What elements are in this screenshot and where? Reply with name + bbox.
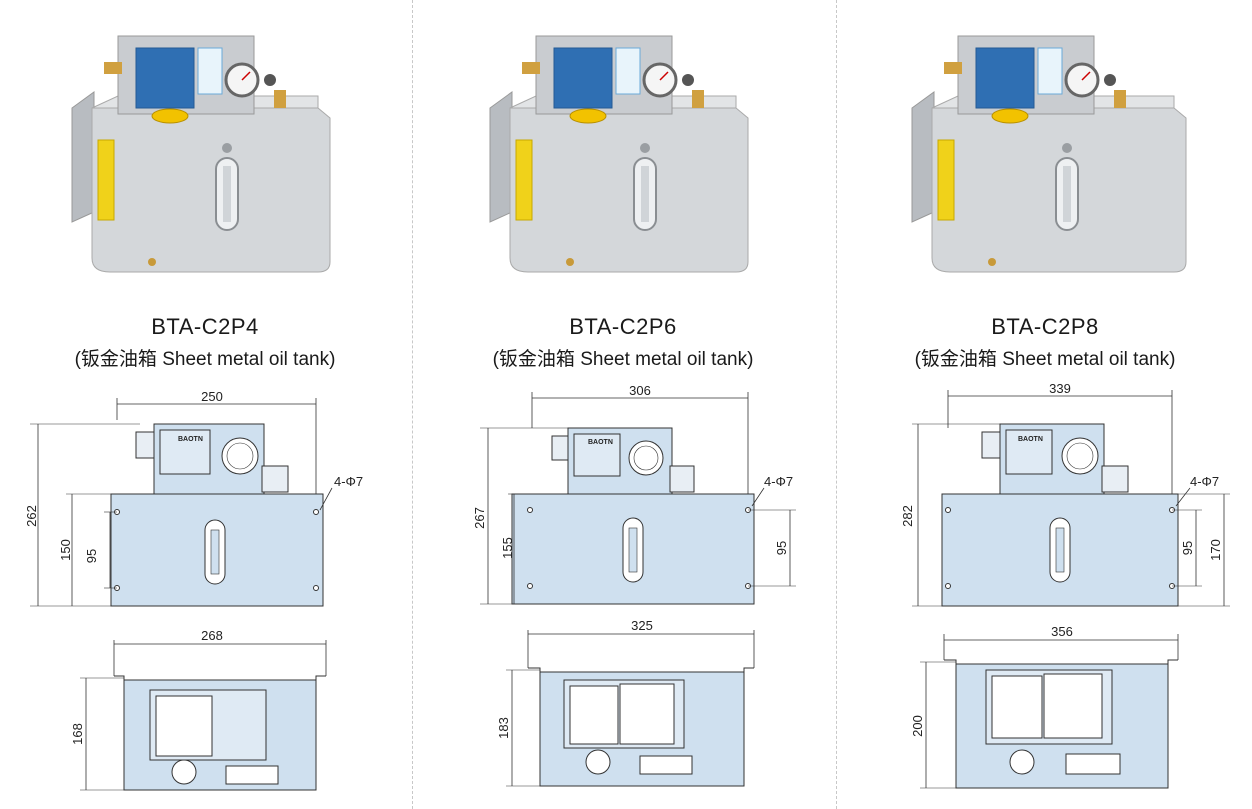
model-title: BTA-C2P8 — [991, 314, 1099, 339]
dim-holes: 4-Φ7 — [1190, 474, 1219, 489]
product-photo — [911, 35, 1187, 273]
dim-body-height: 155 — [500, 537, 515, 559]
dim-top-width: 325 — [631, 618, 653, 633]
dimension-drawing: 306 BAOTN 4-Φ7 267 155 95 325 — [472, 383, 796, 787]
product-column-c2p6: BTA-C2P6 (钣金油箱 Sheet metal oil tank) 306… — [418, 0, 828, 809]
column-divider-1 — [412, 0, 413, 809]
model-subtitle: (钣金油箱 Sheet metal oil tank) — [74, 349, 336, 370]
dim-body-height: 170 — [1208, 539, 1223, 561]
dim-front-width: 339 — [1049, 381, 1071, 396]
dim-body-height: 150 — [58, 539, 73, 561]
dim-top-depth: 200 — [910, 715, 925, 737]
brand-logo: BAOTN — [588, 439, 613, 446]
dim-top-width: 268 — [201, 628, 223, 643]
dimension-drawing: 339 BAOTN 4-Φ7 282 95 170 356 — [900, 381, 1230, 789]
model-subtitle: (钣金油箱 Sheet metal oil tank) — [492, 349, 754, 370]
dim-hole-spacing: 95 — [1180, 541, 1195, 555]
product-column-c2p4: BTA-C2P4 (钣金油箱 Sheet metal oil tank) 250… — [0, 0, 410, 809]
dim-total-height: 262 — [24, 505, 39, 527]
dim-holes: 4-Φ7 — [764, 474, 793, 489]
dimension-drawing: 250 BAOTN 4-Φ7 262 150 95 268 — [24, 389, 363, 791]
dim-front-width: 250 — [201, 389, 223, 404]
dim-total-height: 282 — [900, 505, 915, 527]
product-column-c2p8: BTA-C2P8 (钣金油箱 Sheet metal oil tank) 339… — [840, 0, 1250, 809]
model-title: BTA-C2P4 — [151, 314, 259, 339]
dim-total-height: 267 — [472, 507, 487, 529]
model-subtitle: (钣金油箱 Sheet metal oil tank) — [914, 349, 1176, 370]
brand-logo: BAOTN — [1018, 436, 1043, 443]
dim-top-depth: 168 — [70, 723, 85, 745]
dim-holes: 4-Φ7 — [334, 474, 363, 489]
dim-hole-spacing: 95 — [84, 549, 99, 563]
product-photo — [489, 35, 749, 273]
model-title: BTA-C2P6 — [569, 314, 677, 339]
dim-top-width: 356 — [1051, 624, 1073, 639]
dim-top-depth: 183 — [496, 717, 511, 739]
brand-logo: BAOTN — [178, 436, 203, 443]
dim-hole-spacing: 95 — [774, 541, 789, 555]
dim-front-width: 306 — [629, 383, 651, 398]
column-divider-2 — [836, 0, 837, 809]
product-photo — [71, 35, 331, 273]
